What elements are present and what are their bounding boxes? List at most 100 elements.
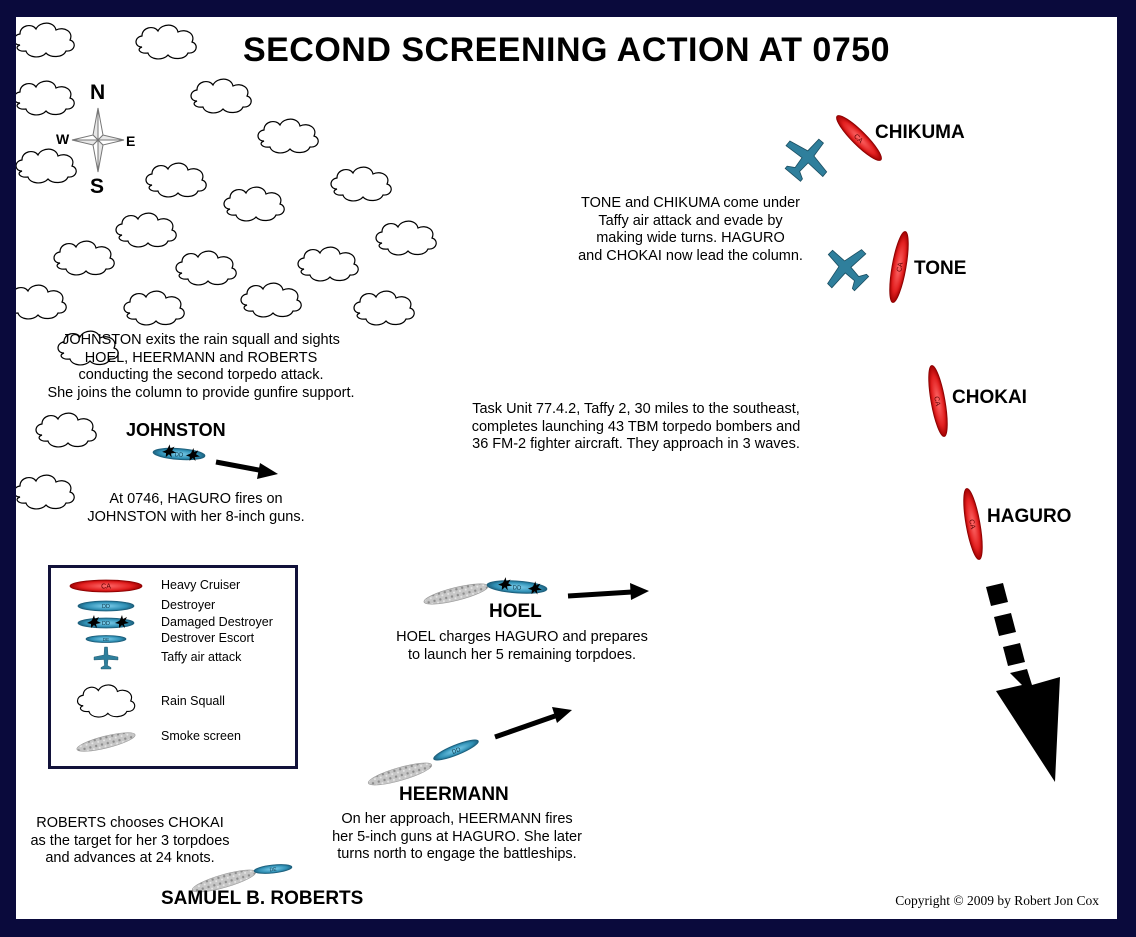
note-line: 36 FM-2 fighter aircraft. They approach … <box>472 436 800 452</box>
ship-type-tag: DE <box>103 637 109 642</box>
ship-type-tag: CA <box>101 584 111 591</box>
note-line: and CHOKAI now lead the column. <box>578 247 803 264</box>
note-line: HOEL, HEERMANN and ROBERTS <box>84 349 318 366</box>
compass-south-label: S <box>90 175 105 198</box>
legend-smoke-screen-symbol <box>76 732 136 752</box>
ship-type-tag: DD <box>102 604 110 610</box>
ship-type-tag: DD <box>451 747 462 756</box>
legend-label-rain-squall: Rain Squall <box>161 694 225 708</box>
johnston-course-arrow <box>215 459 278 479</box>
note-line: At 0746, HAGURO fires on <box>109 491 283 507</box>
note-line: making wide turns. HAGURO <box>596 230 785 246</box>
legend-aircraft-icon <box>93 646 119 670</box>
compass-north-label: N <box>90 81 106 104</box>
legend-label-destroyer-escort: Destrover Escort <box>161 631 255 645</box>
note-line: completes launching 43 TBM torpedo bombe… <box>471 418 801 435</box>
battle-map: CA CA CA CA DD <box>16 22 1060 893</box>
rain-squall-cloud <box>190 78 252 114</box>
hoel-smoke-screen <box>423 583 489 605</box>
rain-squall-field <box>16 22 437 510</box>
compass-west-label: W <box>56 131 70 147</box>
legend-label-damaged-destroyer: Damaged Destroyer <box>161 615 273 629</box>
ship-label-samuel-b-roberts: SAMUEL B. ROBERTS <box>161 888 364 909</box>
ship-johnston: DD <box>152 444 206 462</box>
note-line: and advances at 24 knots. <box>45 850 215 866</box>
compass-rose <box>71 107 125 173</box>
rain-squall-cloud <box>53 240 115 276</box>
rain-squall-cloud <box>16 474 75 510</box>
ship-label-johnston: JOHNSTON <box>126 420 226 440</box>
heermann-smoke-screen <box>367 762 433 786</box>
ship-hoel: DD <box>486 577 548 595</box>
ship-type-tag: DD <box>512 585 522 592</box>
rain-squall-cloud <box>257 118 319 154</box>
note-line: Taffy air attack and evade by <box>598 212 783 229</box>
legend-rain-squall-icon <box>76 684 136 718</box>
legend-label-heavy-cruiser: Heavy Cruiser <box>161 578 241 592</box>
note-hoel-charges: HOEL charges HAGURO and prepares to laun… <box>382 629 662 664</box>
legend-damaged-destroyer-symbol: DD <box>77 615 135 629</box>
ship-label-haguro: HAGURO <box>987 506 1072 527</box>
legend-label-air-attack: Taffy air attack <box>161 650 242 664</box>
rain-squall-cloud <box>223 186 285 222</box>
ship-label-hoel: HOEL <box>489 601 542 622</box>
japanese-column-course-arrow <box>986 583 1060 782</box>
ship-type-tag: DE <box>269 867 277 874</box>
rain-squall-cloud <box>16 80 75 116</box>
copyright-notice: Copyright © 2009 by Robert Jon Cox <box>895 893 1099 908</box>
legend-label-destroyer: Destroyer <box>161 598 216 612</box>
rain-squall-cloud <box>330 166 392 202</box>
rain-squall-cloud <box>145 162 207 198</box>
ship-label-tone: TONE <box>914 258 967 279</box>
legend-label-smoke-screen: Smoke screen <box>161 729 241 743</box>
ship-label-chokai: CHOKAI <box>952 387 1027 408</box>
note-line: She joins the column to provide gunfire … <box>47 384 355 401</box>
note-line: HOEL charges HAGURO and prepares <box>396 629 648 645</box>
note-line: ROBERTS chooses CHOKAI <box>36 815 224 831</box>
ship-haguro: CA <box>963 488 983 560</box>
rain-squall-cloud <box>353 290 415 326</box>
rain-squall-cloud <box>115 212 177 248</box>
rain-squall-cloud <box>16 284 67 320</box>
ship-samuel-b-roberts: DE <box>253 864 293 874</box>
rain-squall-cloud <box>16 148 77 184</box>
legend-box: CA DD DD DE Heavy Cruiser Destro <box>48 565 298 769</box>
note-line: to launch her 5 remaining torpdoes. <box>407 646 637 663</box>
ship-label-heermann: HEERMANN <box>399 784 509 805</box>
note-line: turns north to engage the battleships. <box>337 846 577 862</box>
legend-destroyer-symbol: DD <box>77 600 135 612</box>
legend-heavy-cruiser-symbol: CA <box>69 579 143 593</box>
note-line: JOHNSTON with her 8-inch guns. <box>87 508 305 525</box>
note-johnston-exits: JOHNSTON exits the rain squall and sight… <box>26 332 376 402</box>
note-line: On her approach, HEERMANN fires <box>341 811 573 827</box>
map-frame: CA CA CA CA DD <box>16 17 1117 919</box>
note-heermann: On her approach, HEERMANN fires her 5-in… <box>322 811 592 864</box>
note-line: JOHNSTON exits the rain squall and sight… <box>62 332 340 348</box>
note-line: her 5-inch guns at HAGURO. She later <box>332 828 582 845</box>
rain-squall-cloud <box>240 282 302 318</box>
ship-label-chikuma: CHIKUMA <box>875 122 965 143</box>
ship-type-tag: CA <box>932 396 941 407</box>
note-line: conducting the second torpedo attack. <box>78 367 324 383</box>
note-taffy2: Task Unit 77.4.2, Taffy 2, 30 miles to t… <box>451 401 821 454</box>
taffy-aircraft-icon <box>813 235 879 301</box>
compass-east-label: E <box>126 133 136 149</box>
ship-type-tag: CA <box>896 262 905 273</box>
ship-chokai: CA <box>928 365 948 437</box>
ship-type-tag: DD <box>174 452 184 459</box>
note-haguro-fires: At 0746, HAGURO fires on JOHNSTON with h… <box>71 491 321 526</box>
taffy-aircraft-icon <box>774 125 840 191</box>
ship-type-tag: CA <box>967 519 976 530</box>
note-line: as the target for her 3 torpdoes <box>30 832 230 849</box>
ship-type-tag: DD <box>102 621 110 627</box>
rain-squall-cloud <box>175 250 237 286</box>
legend-destroyer-escort-symbol: DE <box>85 635 127 643</box>
note-tone-chikuma: TONE and CHIKUMA come under Taffy air at… <box>568 195 813 265</box>
ship-tone: CA <box>889 231 909 303</box>
ship-chikuma: CA <box>836 115 882 161</box>
heermann-course-arrow <box>494 707 572 740</box>
rain-squall-cloud <box>123 290 185 326</box>
rain-squall-cloud <box>35 412 97 448</box>
rain-squall-cloud <box>375 220 437 256</box>
hoel-course-arrow <box>567 583 649 600</box>
